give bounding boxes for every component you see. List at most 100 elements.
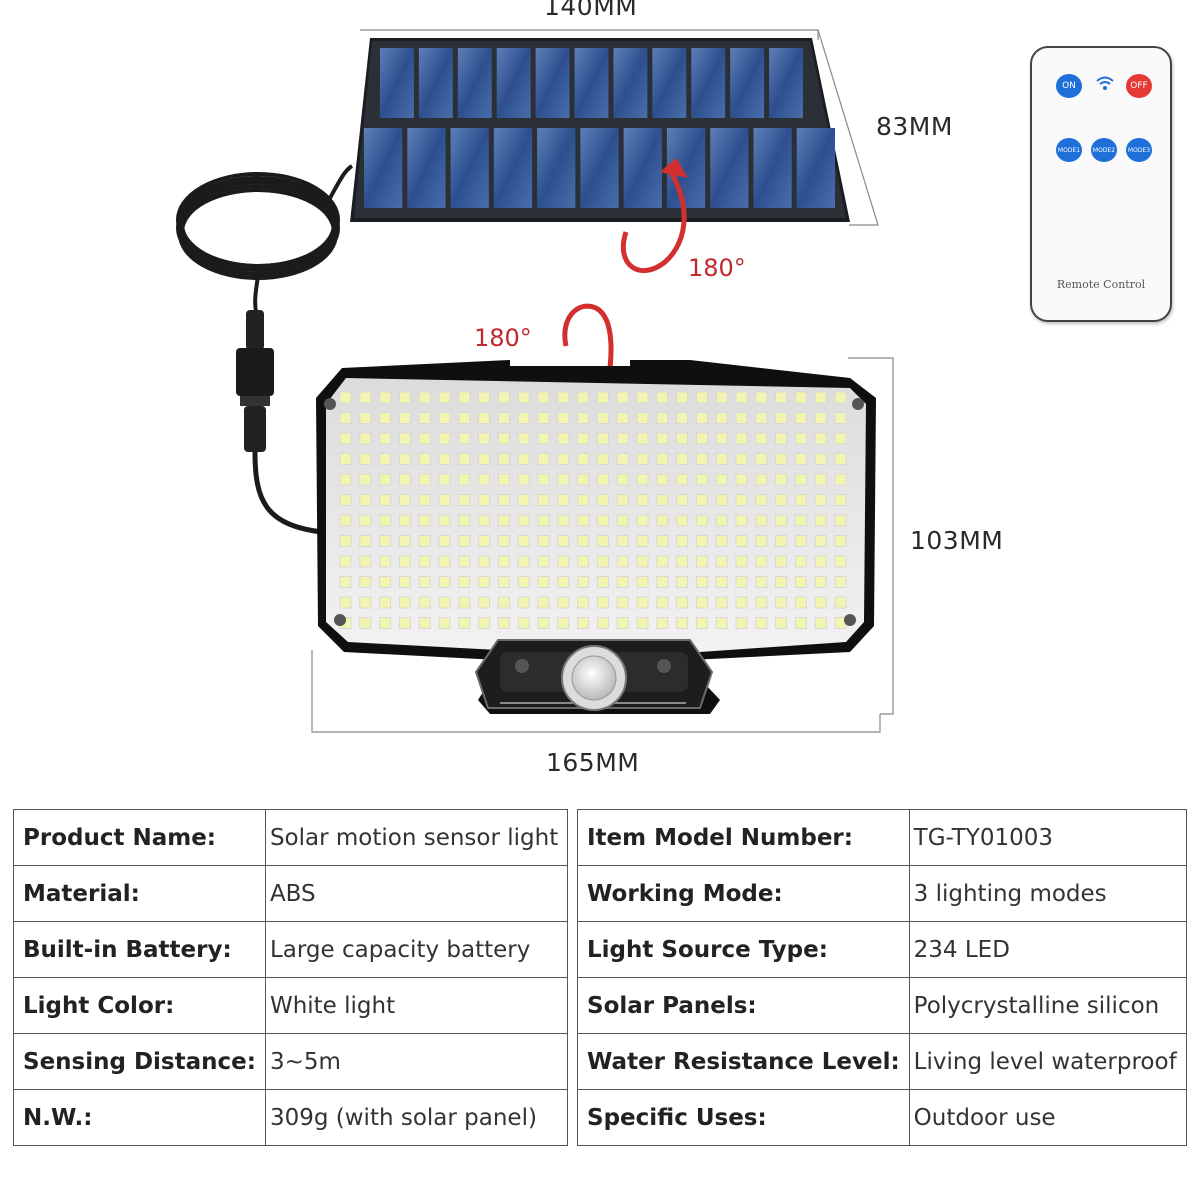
led-chip — [814, 617, 827, 629]
led-chip — [695, 432, 708, 445]
led-chip — [814, 596, 827, 609]
led-chip — [458, 391, 471, 404]
led-chip — [339, 555, 352, 568]
led-chip — [557, 432, 570, 445]
led-chip — [596, 473, 609, 486]
product-illustration — [176, 29, 894, 733]
led-chip — [517, 494, 530, 506]
led-chip — [458, 412, 471, 424]
solar-panel — [350, 38, 850, 222]
spec-value: Polycrystalline silicon — [908, 977, 1187, 1034]
led-chip — [339, 473, 352, 486]
led-chip — [755, 391, 768, 404]
led-chip — [636, 576, 649, 588]
led-chip — [359, 576, 372, 588]
mode2-button[interactable]: MODE2 — [1091, 138, 1117, 162]
led-chip — [834, 391, 847, 404]
led-chip — [379, 555, 392, 568]
led-chip — [735, 432, 748, 445]
mode1-button[interactable]: MODE1 — [1056, 138, 1082, 162]
led-chip — [794, 412, 807, 424]
led-chip — [537, 453, 550, 465]
led-chip — [438, 576, 451, 588]
led-chip — [676, 596, 689, 609]
led-chip — [339, 412, 352, 424]
spec-row: Material:ABS — [13, 865, 569, 922]
spec-label: Product Name: — [13, 809, 266, 866]
led-chip — [596, 576, 609, 588]
led-chip — [656, 514, 669, 527]
led-chip — [775, 412, 788, 424]
solar-cell — [652, 48, 687, 118]
led-chip — [735, 617, 748, 629]
led-chip — [458, 453, 471, 465]
spec-row: Light Source Type:234 LED — [577, 921, 1187, 978]
led-chip — [676, 391, 689, 404]
led-chip — [656, 473, 669, 486]
led-chip — [339, 453, 352, 465]
spec-row: Item Model Number:TG-TY01003 — [577, 809, 1187, 866]
led-chip — [735, 494, 748, 506]
off-button-label: OFF — [1130, 81, 1148, 91]
led-chip — [596, 596, 609, 609]
led-chip — [398, 494, 411, 506]
led-chip — [537, 514, 550, 527]
led-chip — [814, 473, 827, 486]
led-chip — [735, 596, 748, 609]
spec-row: Product Name:Solar motion sensor light — [13, 809, 569, 866]
led-chip — [755, 596, 768, 609]
led-chip — [794, 391, 807, 404]
led-chip — [775, 473, 788, 486]
led-chip — [418, 391, 431, 404]
led-chip — [359, 453, 372, 465]
led-chip — [458, 555, 471, 568]
solar-cell — [535, 48, 570, 118]
cable-coil — [176, 164, 354, 313]
led-chip — [339, 514, 352, 527]
spec-value: Solar motion sensor light — [264, 809, 569, 866]
panel-rotation-label: 180° — [688, 254, 746, 282]
on-button[interactable]: ON — [1056, 74, 1082, 98]
led-chip — [557, 453, 570, 465]
led-chip — [517, 596, 530, 609]
led-chip — [834, 555, 847, 568]
led-chip — [656, 412, 669, 424]
led-chip — [418, 555, 431, 568]
led-chip — [656, 432, 669, 445]
led-chip — [794, 494, 807, 506]
led-chip — [359, 596, 372, 609]
spec-row: Light Color:White light — [13, 977, 569, 1034]
led-chip — [616, 514, 629, 527]
off-button[interactable]: OFF — [1126, 74, 1152, 98]
led-chip — [517, 535, 530, 547]
led-chip — [557, 555, 570, 568]
led-chip — [794, 535, 807, 547]
led-chip — [458, 535, 471, 547]
led-chip — [438, 596, 451, 609]
led-chip — [517, 576, 530, 588]
led-chip — [517, 617, 530, 629]
led-chip — [379, 432, 392, 445]
led-chip — [636, 412, 649, 424]
led-chip — [676, 555, 689, 568]
led-chip — [814, 453, 827, 465]
led-chip — [359, 494, 372, 506]
solar-cell — [710, 128, 749, 208]
mode3-button[interactable]: MODE3 — [1126, 138, 1152, 162]
led-chip — [695, 535, 708, 547]
panel-height-label: 83MM — [876, 112, 953, 141]
led-chip — [478, 555, 491, 568]
spec-value: White light — [264, 977, 569, 1034]
led-chip — [715, 453, 728, 465]
solar-cell — [364, 128, 403, 208]
led-chip — [715, 535, 728, 547]
led-chip — [339, 596, 352, 609]
led-chip — [596, 432, 609, 445]
led-chip — [715, 596, 728, 609]
solar-cell — [493, 128, 533, 208]
spec-row: Built-in Battery:Large capacity battery — [13, 921, 569, 978]
led-chip — [418, 576, 431, 588]
led-chip — [616, 453, 629, 465]
led-chip — [616, 412, 629, 424]
